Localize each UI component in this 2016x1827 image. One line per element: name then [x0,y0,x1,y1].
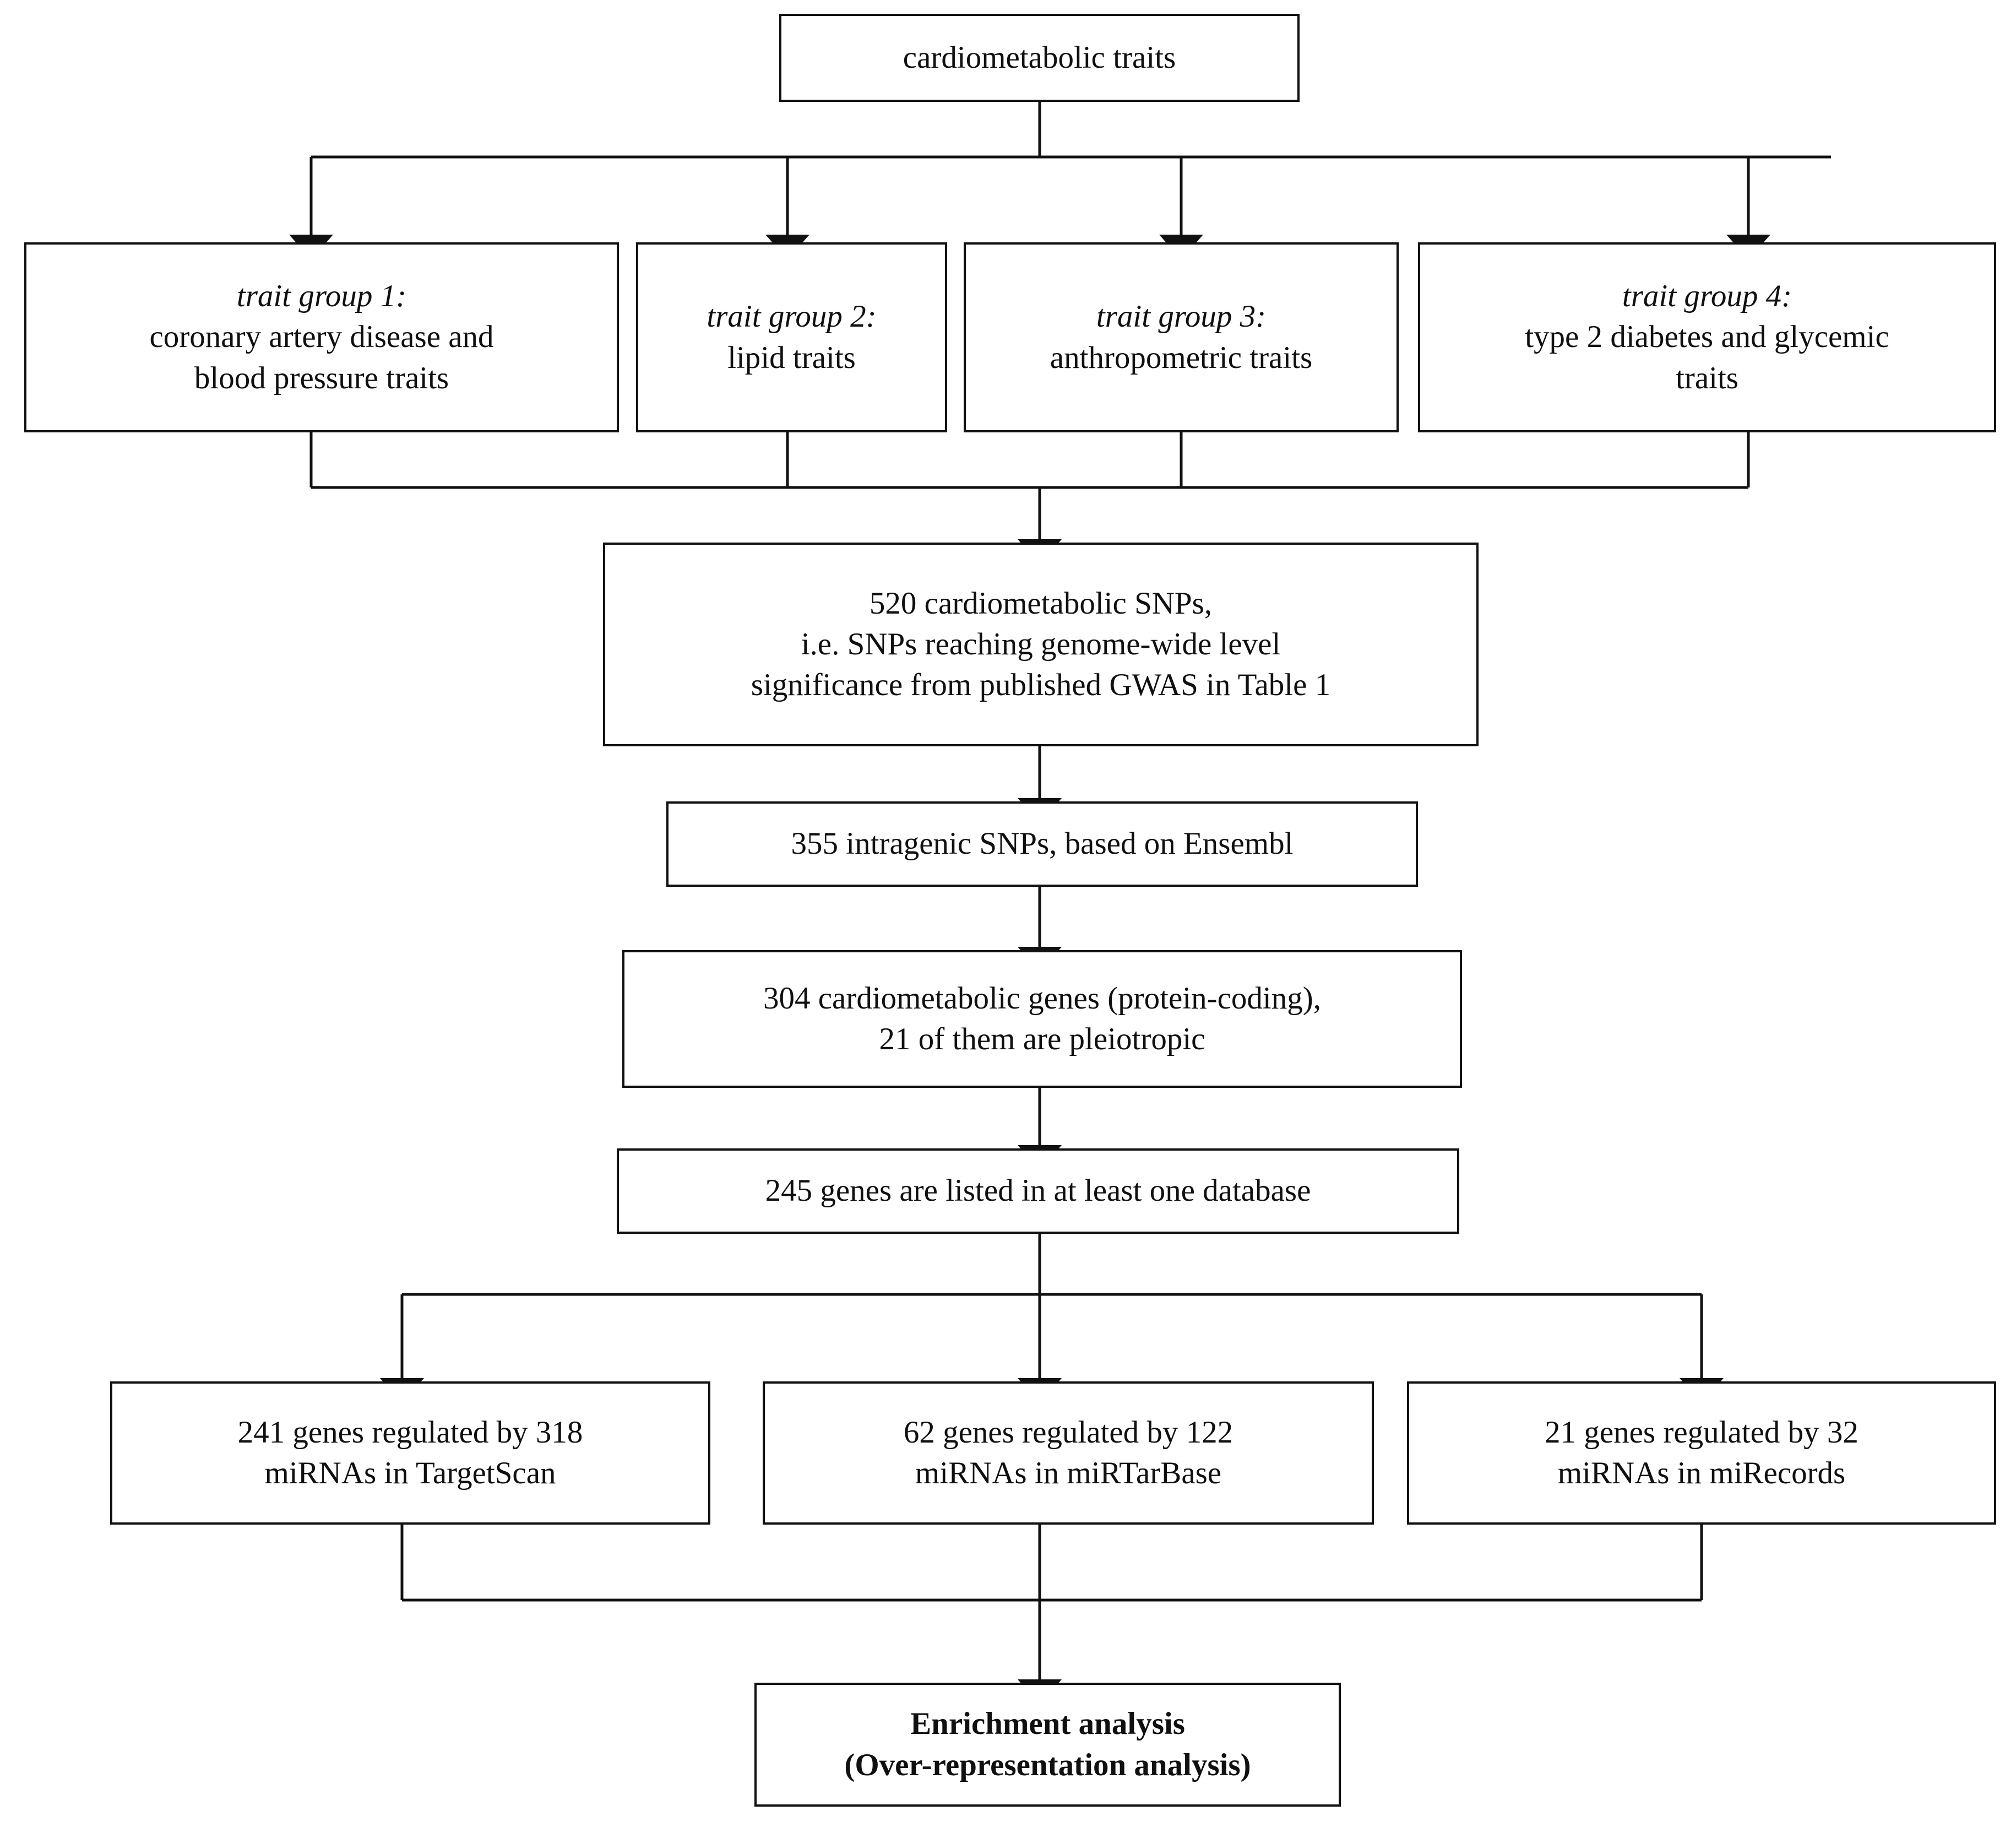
node-245-genes-listed[interactable]: 245 genes are listed in at least one dat… [617,1148,1459,1234]
mirecords-line1: 21 genes regulated by 32 [1545,1414,1859,1450]
node-enrichment-analysis[interactable]: Enrichment analysis (Over-representation… [754,1683,1341,1807]
node-520-cardiometabolic-snps[interactable]: 520 cardiometabolic SNPs, i.e. SNPs reac… [603,543,1479,746]
snps520-line1: 520 cardiometabolic SNPs, [869,585,1213,621]
snps520-line3: significance from published GWAS in Tabl… [751,668,1331,703]
node-mirecords[interactable]: 21 genes regulated by 32 miRNAs in miRec… [1407,1381,1996,1525]
node-trait-group-2[interactable]: trait group 2: lipid traits [636,242,947,432]
trait-group-1-header: trait group 1: [236,279,407,314]
node-targetscan[interactable]: 241 genes regulated by 318 miRNAs in Tar… [110,1381,710,1525]
snps520-line2: i.e. SNPs reaching genome-wide level [801,626,1281,662]
genes304-line2: 21 of them are pleiotropic [879,1022,1205,1056]
enrichment-line2: (Over-representation analysis) [844,1747,1251,1782]
genes304-line1: 304 cardiometabolic genes (protein-codin… [763,980,1321,1016]
trait-group-3-line1: anthropometric traits [1050,340,1313,375]
node-cardiometabolic-traits[interactable]: cardiometabolic traits [779,14,1300,102]
trait-group-4-line1: type 2 diabetes and glycemic [1525,319,1889,355]
trait-group-3-header: trait group 3: [1096,299,1267,334]
trait-group-2-line1: lipid traits [727,340,856,375]
node-304-cardiometabolic-genes[interactable]: 304 cardiometabolic genes (protein-codin… [622,950,1462,1088]
trait-group-2-header: trait group 2: [707,299,877,334]
node-mirtarbase[interactable]: 62 genes regulated by 122 miRNAs in miRT… [763,1381,1374,1525]
trait-group-4-line2: traits [1676,360,1738,395]
mirtarbase-line1: 62 genes regulated by 122 [903,1414,1233,1450]
node-trait-group-1[interactable]: trait group 1: coronary artery disease a… [24,242,619,432]
node-355-intragenic-snps[interactable]: 355 intragenic SNPs, based on Ensembl [666,801,1418,887]
node-trait-group-4[interactable]: trait group 4: type 2 diabetes and glyce… [1418,242,1996,432]
snps355-line1: 355 intragenic SNPs, based on Ensembl [791,826,1294,861]
targetscan-line1: 241 genes regulated by 318 [237,1414,583,1450]
mirtarbase-line2: miRNAs in miRTarBase [915,1456,1222,1490]
trait-group-1-line1: coronary artery disease and [149,319,494,355]
genes245-line1: 245 genes are listed in at least one dat… [765,1173,1311,1208]
trait-group-4-header: trait group 4: [1622,279,1792,314]
trait-group-1-line2: blood pressure traits [194,360,449,395]
node-label: cardiometabolic traits [903,40,1176,75]
node-trait-group-3[interactable]: trait group 3: anthropometric traits [964,242,1399,432]
mirecords-line2: miRNAs in miRecords [1557,1456,1846,1490]
targetscan-line2: miRNAs in TargetScan [264,1456,556,1490]
enrichment-line1: Enrichment analysis [910,1706,1185,1742]
